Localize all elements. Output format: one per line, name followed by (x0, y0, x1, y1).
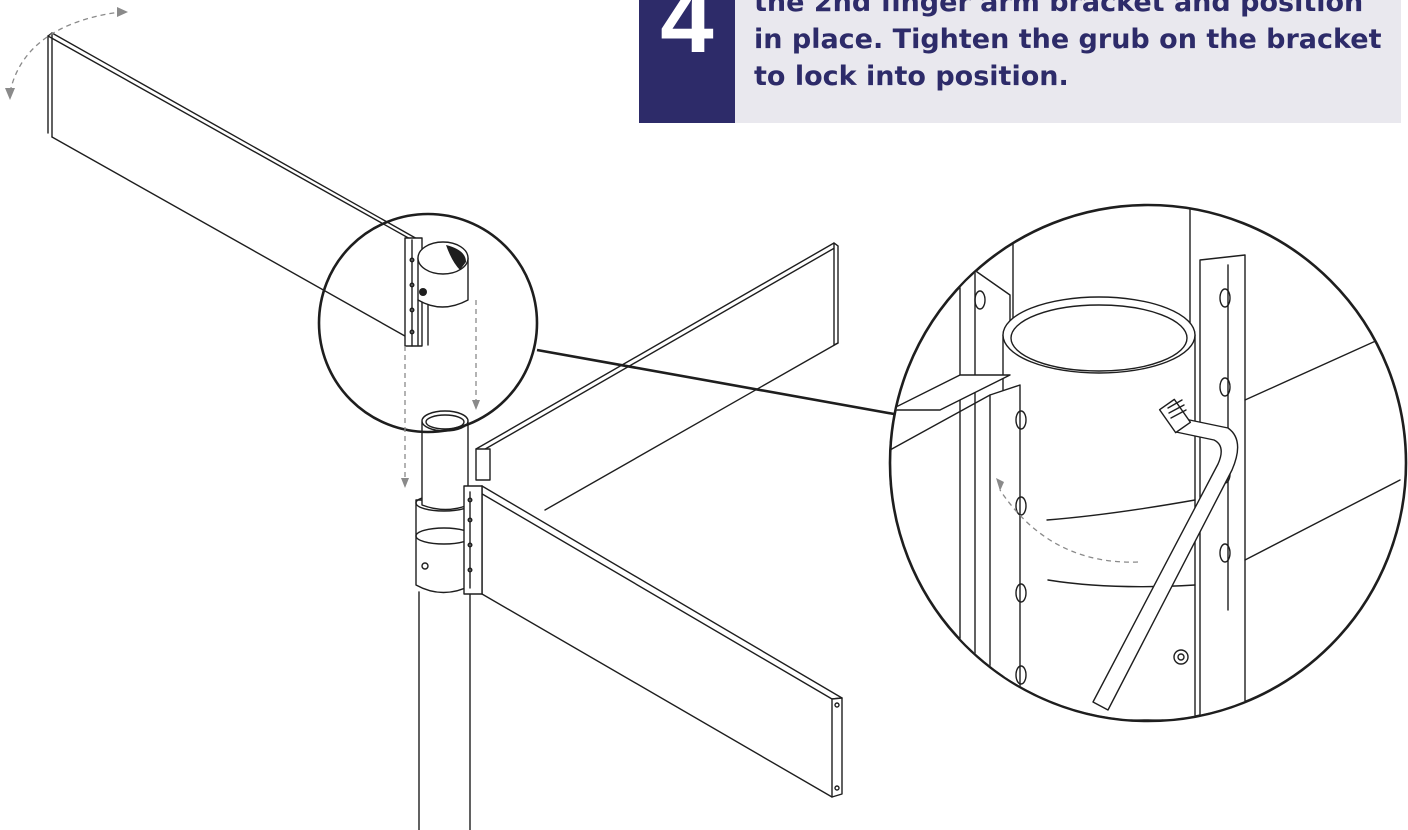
instruction-panel (639, 0, 1401, 123)
finger-arm-lifted (47, 32, 420, 341)
instruction-line-2: in place. Tighten the grub on the bracke… (754, 24, 1382, 55)
detail-circle-grub (888, 203, 1408, 723)
instruction-line-3: to lock into position. (754, 61, 1069, 92)
finger-arm-back (475, 242, 839, 511)
instruction-line-1: the 2nd finger arm bracket and position (754, 0, 1364, 18)
finger-arm-front (463, 485, 843, 798)
rotate-arrow-icon (5, 7, 128, 100)
detail-circle-bracket (317, 212, 539, 434)
leader-line (536, 348, 895, 416)
step-number: 4 (660, 0, 714, 73)
instruction-text: the 2nd finger arm bracket and position … (754, 0, 1394, 95)
drop-arrow-icon (401, 300, 480, 488)
sign-pole (415, 410, 473, 830)
step-badge: 4 (639, 0, 735, 123)
grub-screw (1158, 398, 1192, 434)
